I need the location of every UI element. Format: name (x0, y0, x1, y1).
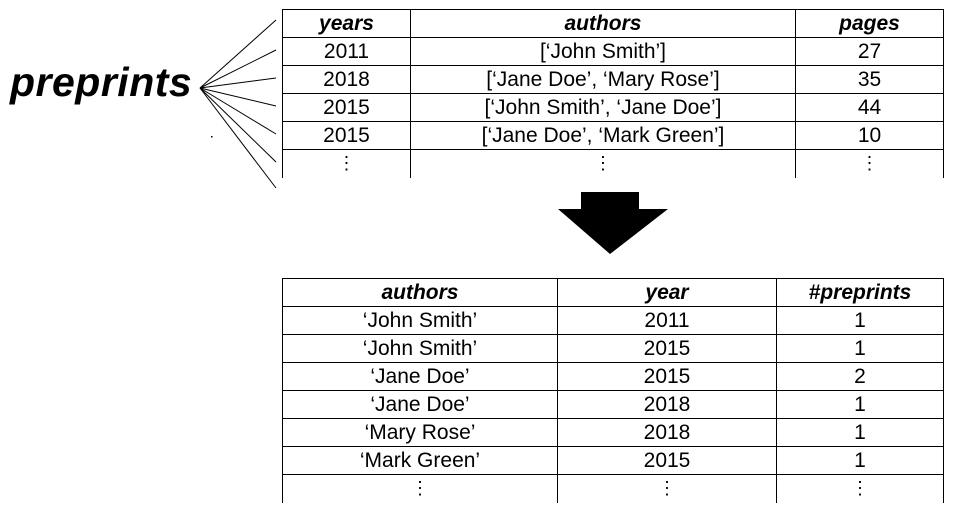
table-row: ‘Mary Rose’ 2018 1 (282, 418, 944, 447)
table-cell: 2 (776, 362, 944, 391)
table-cell: 2015 (557, 362, 777, 391)
table-cell: 2015 (557, 334, 777, 363)
table-cell: 2015 (282, 121, 411, 150)
vertical-ellipsis: ⋮ (795, 149, 944, 178)
table-cell: ‘Mark Green’ (282, 446, 558, 475)
vertical-ellipsis: ⋮ (410, 149, 796, 178)
table-cell: 2018 (557, 390, 777, 419)
continuation-row: ⋮ ⋮ ⋮ (282, 474, 944, 503)
fan-lines (199, 19, 277, 189)
table-cell: 2015 (557, 446, 777, 475)
table-cell: ‘Jane Doe’ (282, 390, 558, 419)
table-cell: 10 (795, 121, 944, 150)
table-cell: 1 (776, 446, 944, 475)
table-cell: [‘Jane Doe’, ‘Mark Green’] (410, 121, 796, 150)
table-row: 2018 [‘Jane Doe’, ‘Mary Rose’] 35 (282, 65, 944, 94)
output-table: authors year #preprints ‘John Smith’ 201… (282, 278, 944, 503)
table-cell: 2018 (557, 418, 777, 447)
table-cell: 35 (795, 65, 944, 94)
table-cell: 1 (776, 390, 944, 419)
output-table-header-row: authors year #preprints (282, 278, 944, 307)
down-arrow-icon (558, 192, 668, 254)
table-row: ‘Jane Doe’ 2015 2 (282, 362, 944, 391)
preprints-label: preprints (10, 59, 193, 105)
vertical-ellipsis: ⋮ (557, 474, 777, 503)
table-cell: 1 (776, 418, 944, 447)
output-header-preprints: #preprints (776, 278, 944, 307)
table-cell: 2011 (557, 306, 777, 335)
vertical-ellipsis: ⋮ (282, 474, 558, 503)
vertical-ellipsis: ⋮ (776, 474, 944, 503)
table-cell: 2015 (282, 93, 411, 122)
table-row: ‘John Smith’ 2015 1 (282, 334, 944, 363)
table-cell: 44 (795, 93, 944, 122)
table-row: 2011 [‘John Smith’] 27 (282, 37, 944, 66)
table-row: ‘Jane Doe’ 2018 1 (282, 390, 944, 419)
table-cell: [‘John Smith’] (410, 37, 796, 66)
table-row: ‘Mark Green’ 2015 1 (282, 446, 944, 475)
table-row: ‘John Smith’ 2011 1 (282, 306, 944, 335)
table-cell: 1 (776, 334, 944, 363)
table-cell: [‘Jane Doe’, ‘Mary Rose’] (410, 65, 796, 94)
input-table: years authors pages 2011 [‘John Smith’] … (282, 9, 944, 178)
input-table-header-row: years authors pages (282, 9, 944, 38)
table-cell: 2011 (282, 37, 411, 66)
table-row: 2015 [‘John Smith’, ‘Jane Doe’] 44 (282, 93, 944, 122)
table-cell: ‘Jane Doe’ (282, 362, 558, 391)
table-cell: 2018 (282, 65, 411, 94)
input-header-authors: authors (410, 9, 796, 38)
table-row: 2015 [‘Jane Doe’, ‘Mark Green’] 10 (282, 121, 944, 150)
output-header-year: year (557, 278, 777, 307)
table-cell: 27 (795, 37, 944, 66)
table-cell: ‘Mary Rose’ (282, 418, 558, 447)
continuation-row: ⋮ ⋮ ⋮ (282, 149, 944, 178)
table-cell: ‘John Smith’ (282, 306, 558, 335)
output-header-authors: authors (282, 278, 558, 307)
vertical-ellipsis: ⋮ (282, 149, 411, 178)
input-header-years: years (282, 9, 411, 38)
table-cell: [‘John Smith’, ‘Jane Doe’] (410, 93, 796, 122)
table-cell: ‘John Smith’ (282, 334, 558, 363)
input-header-pages: pages (795, 9, 944, 38)
table-cell: 1 (776, 306, 944, 335)
